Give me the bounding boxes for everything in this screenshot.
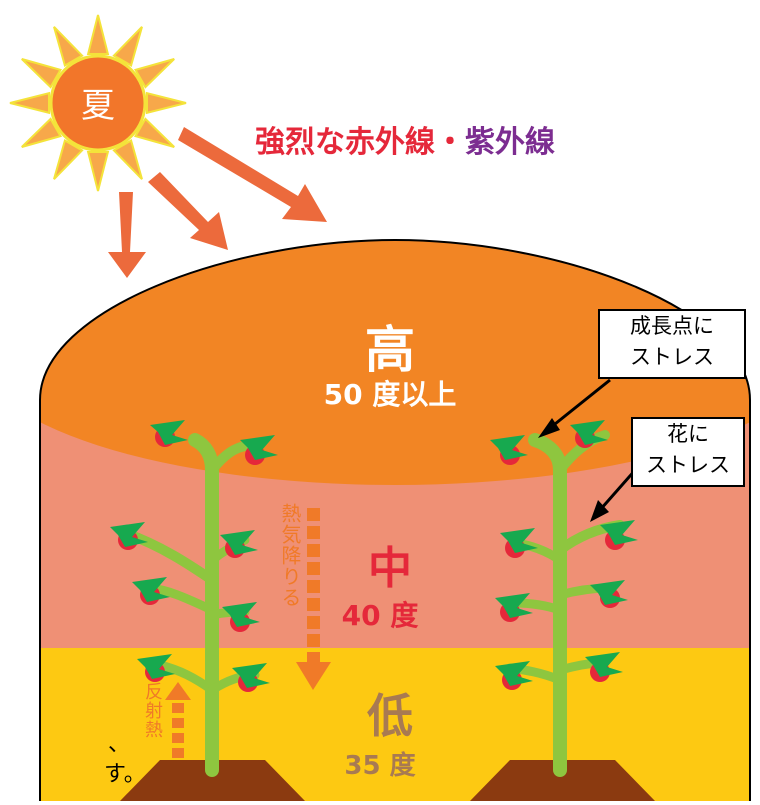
callout-flower: 花に ストレス bbox=[631, 417, 745, 487]
callout-growth-point: 成長点に ストレス bbox=[598, 309, 746, 379]
callout-flower-line1: 花に bbox=[667, 422, 709, 446]
soil-mound-right bbox=[470, 760, 655, 801]
tomato-plant-left bbox=[110, 420, 278, 777]
heat-down-arrow bbox=[296, 508, 331, 690]
edge-text: 、 す。 bbox=[104, 730, 146, 790]
sun-ray bbox=[21, 58, 63, 89]
low-zone-title: 低 bbox=[367, 689, 413, 743]
callout-pointers bbox=[538, 378, 639, 522]
high-zone-title: 高 bbox=[365, 321, 415, 379]
soil-mound-left bbox=[120, 760, 305, 801]
mid-zone-temp: 40 度 bbox=[341, 599, 419, 632]
heat-down-label: 熱気降りる bbox=[278, 503, 302, 608]
high-zone-temp: 50 度以上 bbox=[323, 378, 457, 411]
sun-label: 夏 bbox=[81, 86, 115, 126]
sun-icon bbox=[9, 14, 187, 192]
sun-ray bbox=[133, 117, 175, 148]
sun-ray bbox=[146, 91, 187, 115]
sun-ray bbox=[53, 26, 84, 68]
headline-ultraviolet: 紫外線 bbox=[465, 125, 555, 160]
headline: 強烈な赤外線・紫外線 bbox=[255, 117, 625, 161]
headline-infrared: 強烈な赤外線 bbox=[255, 125, 435, 160]
mid-zone-title: 中 bbox=[368, 543, 412, 594]
headline-separator: ・ bbox=[435, 125, 465, 160]
reflected-heat-label: 反射熱 bbox=[142, 682, 163, 739]
edge-text-line1: 、 bbox=[108, 732, 131, 757]
sun-ray bbox=[112, 26, 143, 68]
sun-ray bbox=[112, 138, 143, 180]
sun-ray bbox=[133, 58, 175, 89]
edge-text-line2: す。 bbox=[104, 762, 146, 787]
sun-ray bbox=[21, 117, 63, 148]
callout-growth-point-line1: 成長点に bbox=[630, 314, 714, 338]
high-zone bbox=[40, 240, 750, 485]
sun-ray bbox=[9, 91, 50, 115]
sun-ray bbox=[86, 14, 110, 55]
ray-arrows bbox=[108, 127, 327, 278]
tomato-plant-right bbox=[490, 420, 638, 777]
reflected-heat-arrow bbox=[165, 682, 191, 758]
callout-growth-point-line2: ストレス bbox=[630, 345, 714, 369]
sun-ray bbox=[53, 138, 84, 180]
sun-ray bbox=[86, 151, 110, 192]
callout-flower-line2: ストレス bbox=[646, 453, 730, 477]
low-zone-temp: 35 度 bbox=[344, 751, 416, 781]
